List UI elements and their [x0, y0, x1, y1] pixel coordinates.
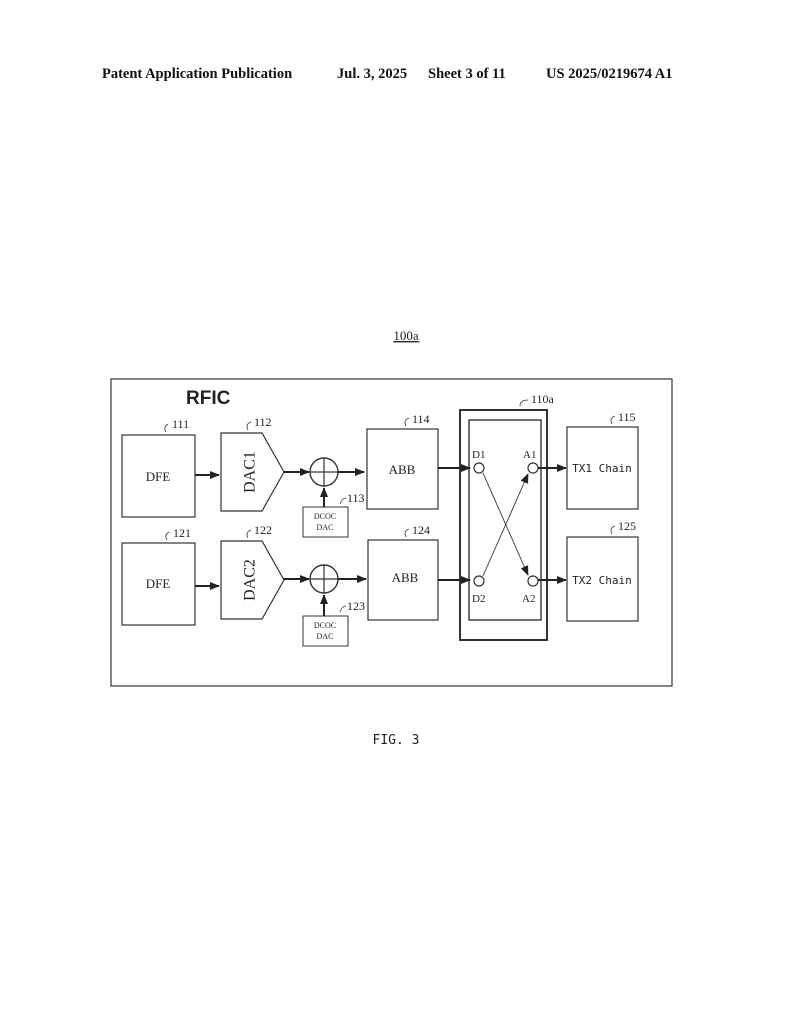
dfe-block-bottom	[121, 542, 196, 626]
publication-date: Jul. 3, 2025	[337, 66, 408, 82]
leader-110a	[519, 399, 529, 407]
dcoc-dac-block-bottom	[302, 615, 349, 647]
ref-111: 111	[172, 417, 189, 431]
port-d2	[473, 575, 485, 587]
ref-110a: 110a	[531, 392, 555, 406]
tx2-chain-label: TX2 Chain	[572, 574, 632, 587]
abb-label-bottom: ABB	[392, 570, 419, 585]
ref-114: 114	[412, 412, 430, 426]
leader-122	[246, 529, 252, 539]
sheet-number: Sheet 3 of 11	[428, 66, 506, 82]
leader-112	[246, 421, 252, 431]
leader-123	[339, 605, 347, 613]
tx2-chain-block	[566, 536, 639, 622]
port-a2	[527, 575, 539, 587]
rfic-boundary	[110, 378, 673, 687]
leader-121	[165, 531, 170, 541]
patent-number: US 2025/0219674 A1	[546, 66, 673, 82]
dcoc-line2-bottom: DAC	[317, 632, 334, 641]
ref-122: 122	[254, 523, 272, 537]
cross-path-d2-a1	[482, 473, 529, 577]
dfe-label-top: DFE	[146, 469, 171, 484]
ref-123: 123	[347, 599, 365, 613]
ref-115: 115	[618, 410, 636, 424]
dfe-label-bottom: DFE	[146, 576, 171, 591]
leader-111	[164, 423, 169, 433]
leader-124	[404, 528, 410, 538]
ref-125: 125	[618, 519, 636, 533]
port-a2-label: A2	[522, 593, 535, 605]
leader-114	[404, 417, 410, 427]
abb-label-top: ABB	[389, 462, 416, 477]
ref-121: 121	[173, 526, 191, 540]
publication-title: Patent Application Publication	[102, 66, 293, 82]
dac2-label: DAC2	[242, 559, 259, 601]
tx1-chain-label: TX1 Chain	[572, 462, 632, 475]
ref-112: 112	[254, 415, 272, 429]
tx1-chain-block	[566, 426, 639, 510]
port-a1-label: A1	[523, 449, 536, 461]
figure-caption: FIG. 3	[373, 733, 420, 748]
dac1-label: DAC1	[242, 451, 259, 493]
dcoc-line1-top: DCOC	[314, 512, 336, 521]
port-d2-label: D2	[472, 593, 485, 605]
leader-125	[610, 525, 616, 535]
port-a1	[527, 462, 539, 474]
ref-124: 124	[412, 523, 430, 537]
leader-113	[339, 497, 347, 505]
dac2-block	[220, 540, 285, 620]
dac1-block	[220, 432, 285, 512]
switch-inner-block	[468, 419, 542, 621]
rfic-label: RFIC	[186, 388, 231, 409]
page-header: Patent Application Publication Jul. 3, 2…	[0, 66, 794, 90]
dcoc-line1-bottom: DCOC	[314, 621, 336, 630]
port-d1	[473, 462, 485, 474]
dcoc-dac-block-top	[302, 506, 349, 538]
leader-115	[610, 415, 616, 425]
dcoc-line2-top: DAC	[317, 523, 334, 532]
figure-ref: 100a	[393, 328, 419, 343]
ref-113: 113	[347, 491, 365, 505]
port-d1-label: D1	[472, 449, 485, 461]
switch-outer-block	[459, 409, 548, 641]
